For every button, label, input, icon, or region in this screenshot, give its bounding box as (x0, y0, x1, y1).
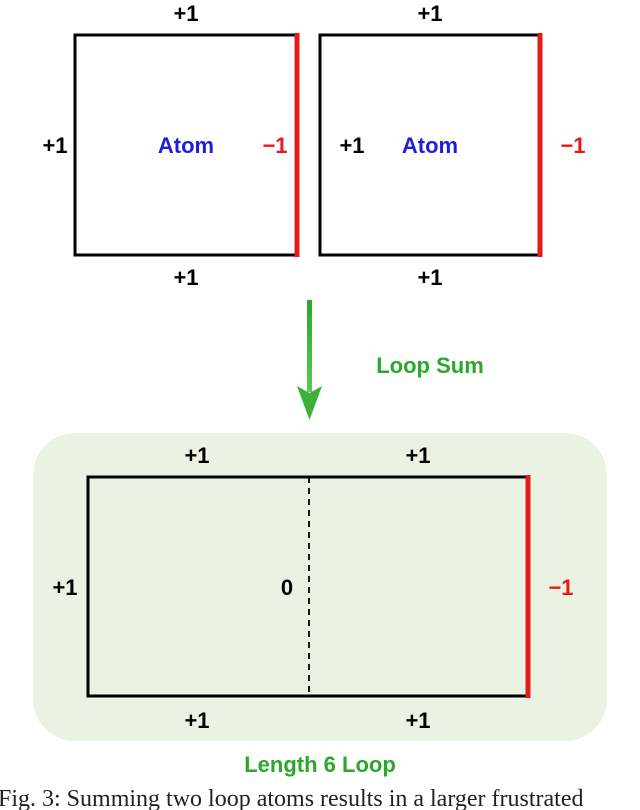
result-top-right-label: +1 (405, 443, 430, 468)
atom-right-bottom-label: +1 (417, 265, 442, 290)
atom-right-left-label: +1 (339, 133, 364, 158)
atom-right-top-label: +1 (417, 1, 442, 26)
atom-left-left-label: +1 (42, 133, 67, 158)
atom-right: +1 +1 Atom −1 +1 (318, 1, 586, 290)
atom-left-name: Atom (158, 133, 214, 158)
figure-caption: Fig. 3: Summing two loop atoms results i… (0, 786, 584, 810)
result-left-label: +1 (52, 575, 77, 600)
arrow-label: Loop Sum (376, 353, 484, 378)
arrow-head-icon (297, 386, 322, 420)
atom-left: +1 +1 Atom −1 +1 (42, 1, 300, 290)
atom-left-top-label: +1 (173, 1, 198, 26)
atom-left-right-label: −1 (262, 133, 287, 158)
atom-right-right-label: −1 (560, 133, 585, 158)
result-bottom-right-label: +1 (405, 708, 430, 733)
result-panel: +1 +1 +1 0 −1 +1 +1 (33, 433, 607, 741)
result-caption: Length 6 Loop (244, 752, 396, 777)
loop-sum-arrow: Loop Sum (297, 300, 484, 420)
result-right-label: −1 (548, 575, 573, 600)
result-panel-background (33, 433, 607, 741)
result-middle-label: 0 (281, 575, 293, 600)
atom-left-bottom-label: +1 (173, 265, 198, 290)
result-bottom-left-label: +1 (184, 708, 209, 733)
atom-right-name: Atom (402, 133, 458, 158)
result-top-left-label: +1 (184, 443, 209, 468)
arrow-shaft (307, 300, 312, 392)
